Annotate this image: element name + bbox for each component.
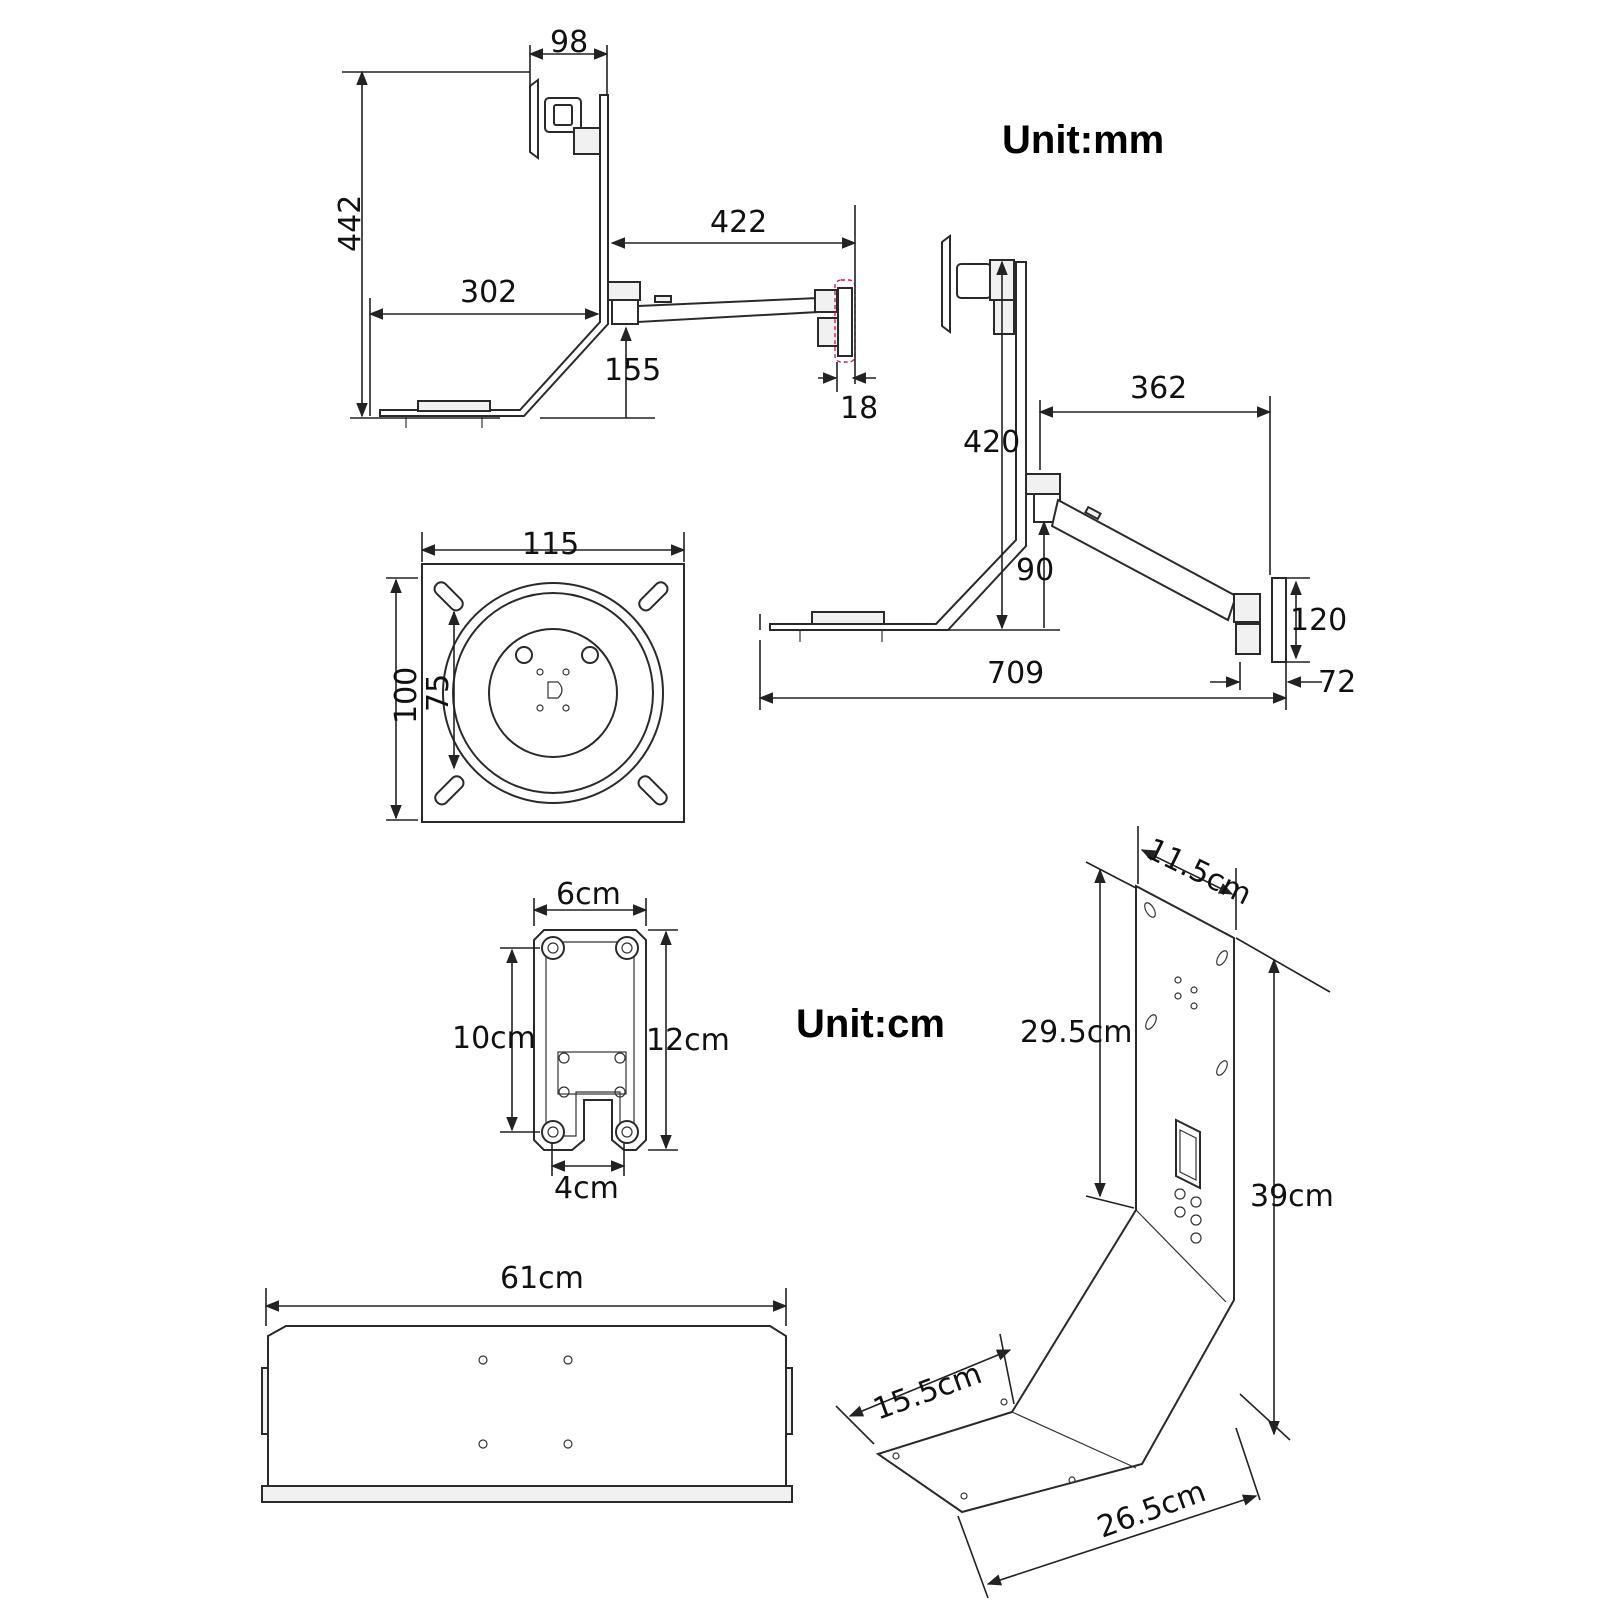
side-plate-thickness-label: 18 <box>840 391 878 426</box>
ext-plate-depth-label: 72 <box>1318 665 1356 700</box>
stand-base-depth-label: 15.5cm <box>869 1356 987 1427</box>
mount-bracket-drawing <box>533 929 647 1151</box>
stand-plate-dimensions: 11.5cm 29.5cm 39cm 15.5cm 26.5cm <box>835 826 1334 1599</box>
bracket-height-label: 12cm <box>646 1023 730 1058</box>
stand-total-height-label: 39cm <box>1250 1179 1334 1214</box>
side-arm-reach-label: 422 <box>710 205 767 240</box>
side-view-drawing <box>379 78 856 428</box>
vesa-plate-drawing <box>421 563 685 823</box>
side-height-label: 442 <box>333 195 368 252</box>
side-view-dimensions: 98 442 302 422 155 18 <box>333 25 878 426</box>
vesa-width-label: 115 <box>522 527 579 562</box>
stand-base-length-label: 26.5cm <box>1093 1474 1211 1545</box>
ext-plate-height-label: 120 <box>1290 603 1347 638</box>
bracket-width-label: 6cm <box>556 877 621 912</box>
keyboard-tray-drawing <box>261 1325 793 1503</box>
ext-height-label: 420 <box>963 425 1020 460</box>
ext-arm-height-label: 90 <box>1016 553 1054 588</box>
ext-total-length-label: 709 <box>987 656 1044 691</box>
side-top-width-label: 98 <box>550 25 588 60</box>
side-arm-height-label: 155 <box>604 353 661 388</box>
stand-plate-drawing <box>875 884 1235 1514</box>
ext-arm-reach-label: 362 <box>1130 371 1187 406</box>
vesa-hole-spacing-label: 75 <box>421 674 456 712</box>
mount-bracket-dimensions: 6cm 10cm 12cm 4cm <box>452 877 730 1206</box>
tray-width-label: 61cm <box>500 1261 584 1296</box>
stand-vertical-height-label: 29.5cm <box>1020 1015 1133 1050</box>
side-base-depth-label: 302 <box>460 275 517 310</box>
vesa-plate-dimensions: 115 100 75 <box>386 527 686 821</box>
unit-cm-label: Unit:cm <box>796 1002 945 1046</box>
unit-mm-label: Unit:mm <box>1002 118 1164 162</box>
bracket-hole-spacing-label: 10cm <box>452 1021 536 1056</box>
extended-view-dimensions: 362 420 90 120 709 72 <box>758 260 1356 710</box>
vesa-height-label: 100 <box>389 667 424 724</box>
bracket-slot-width-label: 4cm <box>554 1171 619 1206</box>
keyboard-tray-dimensions: 61cm <box>264 1261 788 1326</box>
